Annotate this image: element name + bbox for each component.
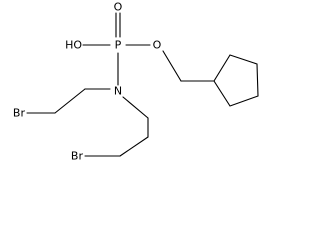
bond-c1-c2-upper — [54, 88, 86, 114]
structural-formula: O HO P O N Br Br — [13, 1, 259, 163]
atom-bromine-upper: Br — [13, 107, 26, 120]
atom-oxygen-ester: O — [153, 39, 162, 52]
atom-oxygen-double: O — [114, 1, 123, 14]
atom-bromine-lower: Br — [71, 150, 84, 163]
atom-nitrogen: N — [114, 85, 122, 98]
atom-phosphorus: P — [115, 39, 122, 52]
bond-c2-c3-lower — [119, 136, 149, 157]
bond-o-ch2 — [162, 50, 182, 82]
cyclopentane-ring — [213, 54, 259, 107]
atom-hydroxyl: HO — [65, 39, 82, 52]
bond-n-c1-lower — [122, 96, 149, 119]
